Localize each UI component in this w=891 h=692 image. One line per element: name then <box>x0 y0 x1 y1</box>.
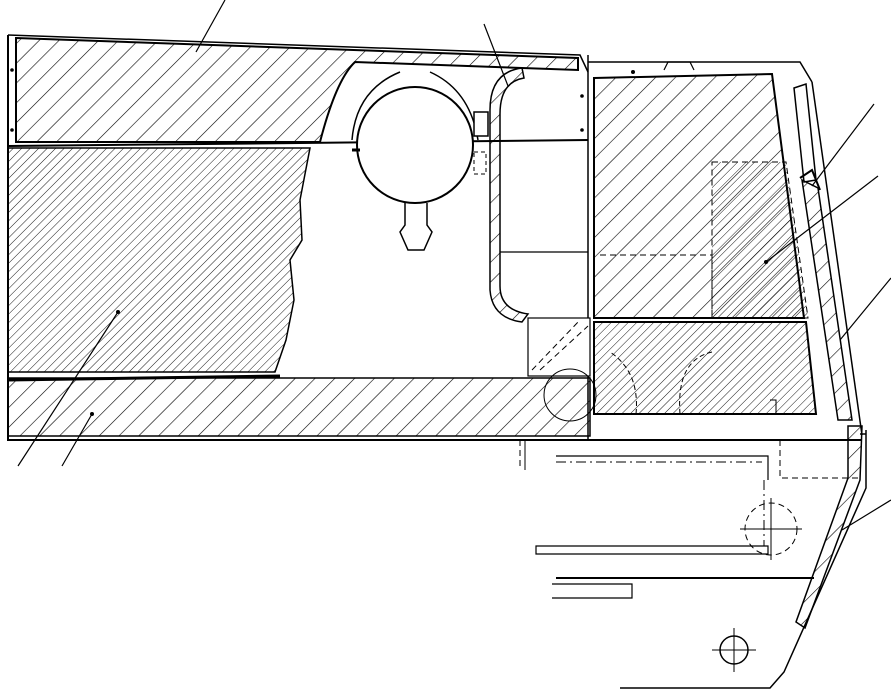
bent-wall <box>489 67 530 323</box>
leader-right-1 <box>811 103 875 187</box>
leader-top-right <box>483 23 509 87</box>
leader-bottom-left-2 <box>61 413 93 467</box>
bottom-strip <box>7 377 591 437</box>
leader-right-2 <box>765 175 879 263</box>
leader-bottom-left-1 <box>17 311 119 467</box>
right-lower-box <box>593 321 818 415</box>
right-inner-box <box>711 161 809 319</box>
leader-right-3 <box>839 277 891 341</box>
leader-right-4 <box>841 499 891 531</box>
bottom-lip-plate <box>795 425 863 630</box>
main-left-block <box>7 147 311 373</box>
bolt-circle <box>712 628 756 672</box>
round-tank <box>351 71 489 251</box>
leader-top-center <box>195 0 226 53</box>
lower-rails <box>535 455 814 599</box>
small-lower-box <box>527 317 591 377</box>
